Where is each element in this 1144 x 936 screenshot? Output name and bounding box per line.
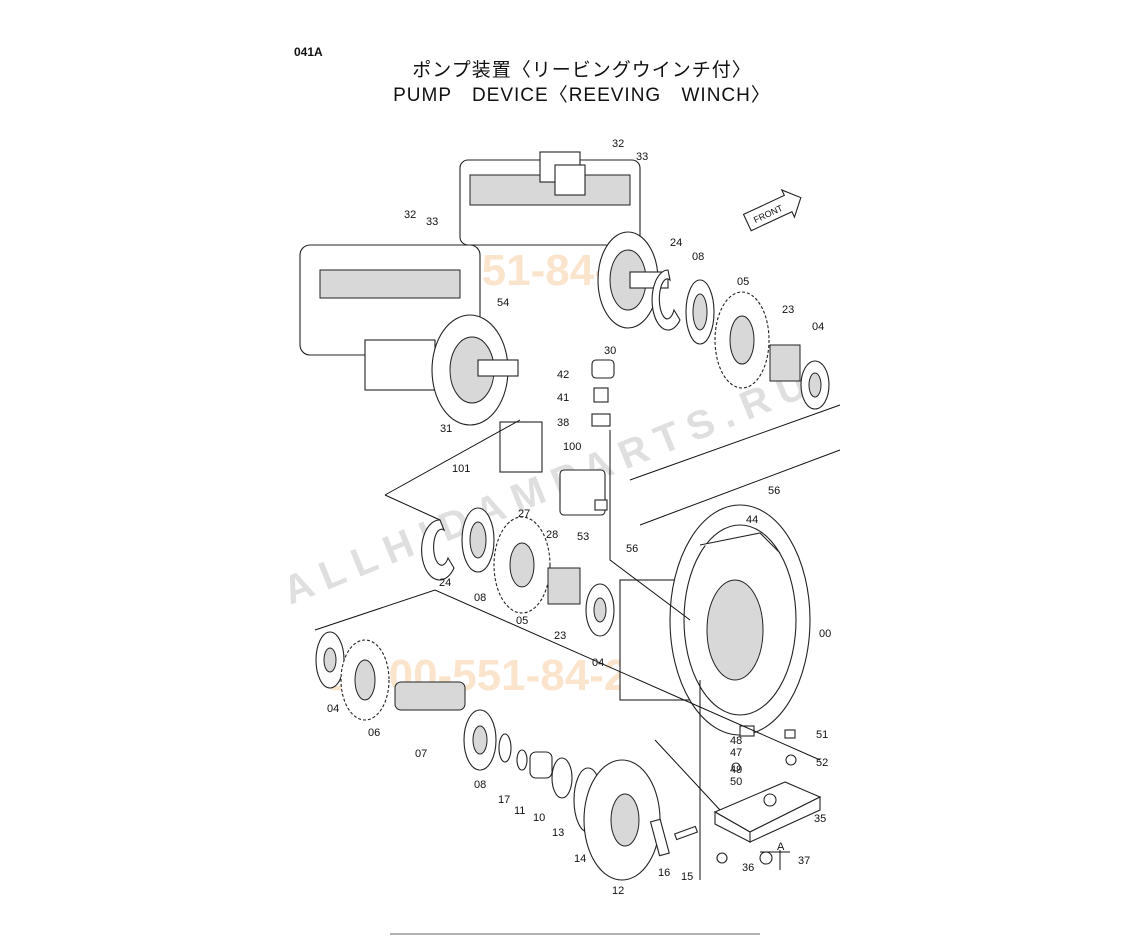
part-label: 50 [730,776,742,788]
part-label: 41 [557,392,569,404]
part-label: 17 [498,794,510,806]
part-label: 56 [626,543,638,555]
part-label: 15 [681,871,693,883]
part-label: 53 [577,531,589,543]
part-label: 16 [658,867,670,879]
part-label: 04 [812,321,824,333]
part-label: 36 [742,862,754,874]
part-label: 37 [798,855,810,867]
part-label: 52 [816,757,828,769]
part-label: 31 [440,423,452,435]
part-label: 32 [612,138,624,150]
part-label: 10 [533,812,545,824]
fittings [591,359,615,427]
part-label: 12 [612,885,624,897]
part-label: 30 [604,345,616,357]
part-label: 04 [327,703,339,715]
part-label: 04 [592,657,604,669]
part-label: 14 [574,853,586,865]
part-label: 49 [730,764,742,776]
part-label: 24 [439,577,451,589]
part-label: 23 [554,630,566,642]
part-label: 13 [552,827,564,839]
main-pump-left [299,244,519,426]
main-pump-upper [459,151,669,329]
part-label: 38 [557,417,569,429]
cover-plate [713,725,822,865]
gear-train-upper [651,269,830,410]
part-label: 23 [782,304,794,316]
part-labels: 32 33 32 33 24 08 05 23 04 54 30 31 42 4… [327,138,831,897]
pump-housing [619,504,811,736]
part-label: 35 [814,813,826,825]
gear-train-middle [421,507,615,637]
part-label: 27 [518,508,530,520]
part-label: 33 [426,216,438,228]
part-label: 07 [415,748,427,760]
part-label: 51 [816,729,828,741]
part-label: 56 [768,485,780,497]
part-label: 08 [692,251,704,263]
part-label: 33 [636,151,648,163]
part-label: 08 [474,592,486,604]
part-label: 06 [368,727,380,739]
part-label: 00 [819,628,831,640]
title-japanese: ポンプ装置〈リービングウインチ付〉 [412,60,752,81]
part-label: 32 [404,209,416,221]
gear-train-lower [315,631,699,881]
gear-pump-small [499,421,608,516]
part-label: 24 [670,237,682,249]
part-label: 28 [546,529,558,541]
part-label: 42 [557,369,569,381]
part-label: 08 [474,779,486,791]
part-label: 47 [730,747,742,759]
part-label: 100 [563,441,581,453]
part-label: 54 [497,297,509,309]
page-code: 041A [294,45,323,59]
part-label: 11 [514,805,525,817]
title-english: PUMP DEVICE〈REEVING WINCH〉 [393,85,771,106]
part-label: 05 [737,276,749,288]
front-arrow: FRONT [742,188,802,232]
detail-marker: A [777,841,785,853]
part-label: 05 [516,615,528,627]
part-label: 48 [730,735,742,747]
part-label: 101 [452,463,470,475]
part-label: 44 [746,514,758,526]
reference-lines [314,404,841,880]
